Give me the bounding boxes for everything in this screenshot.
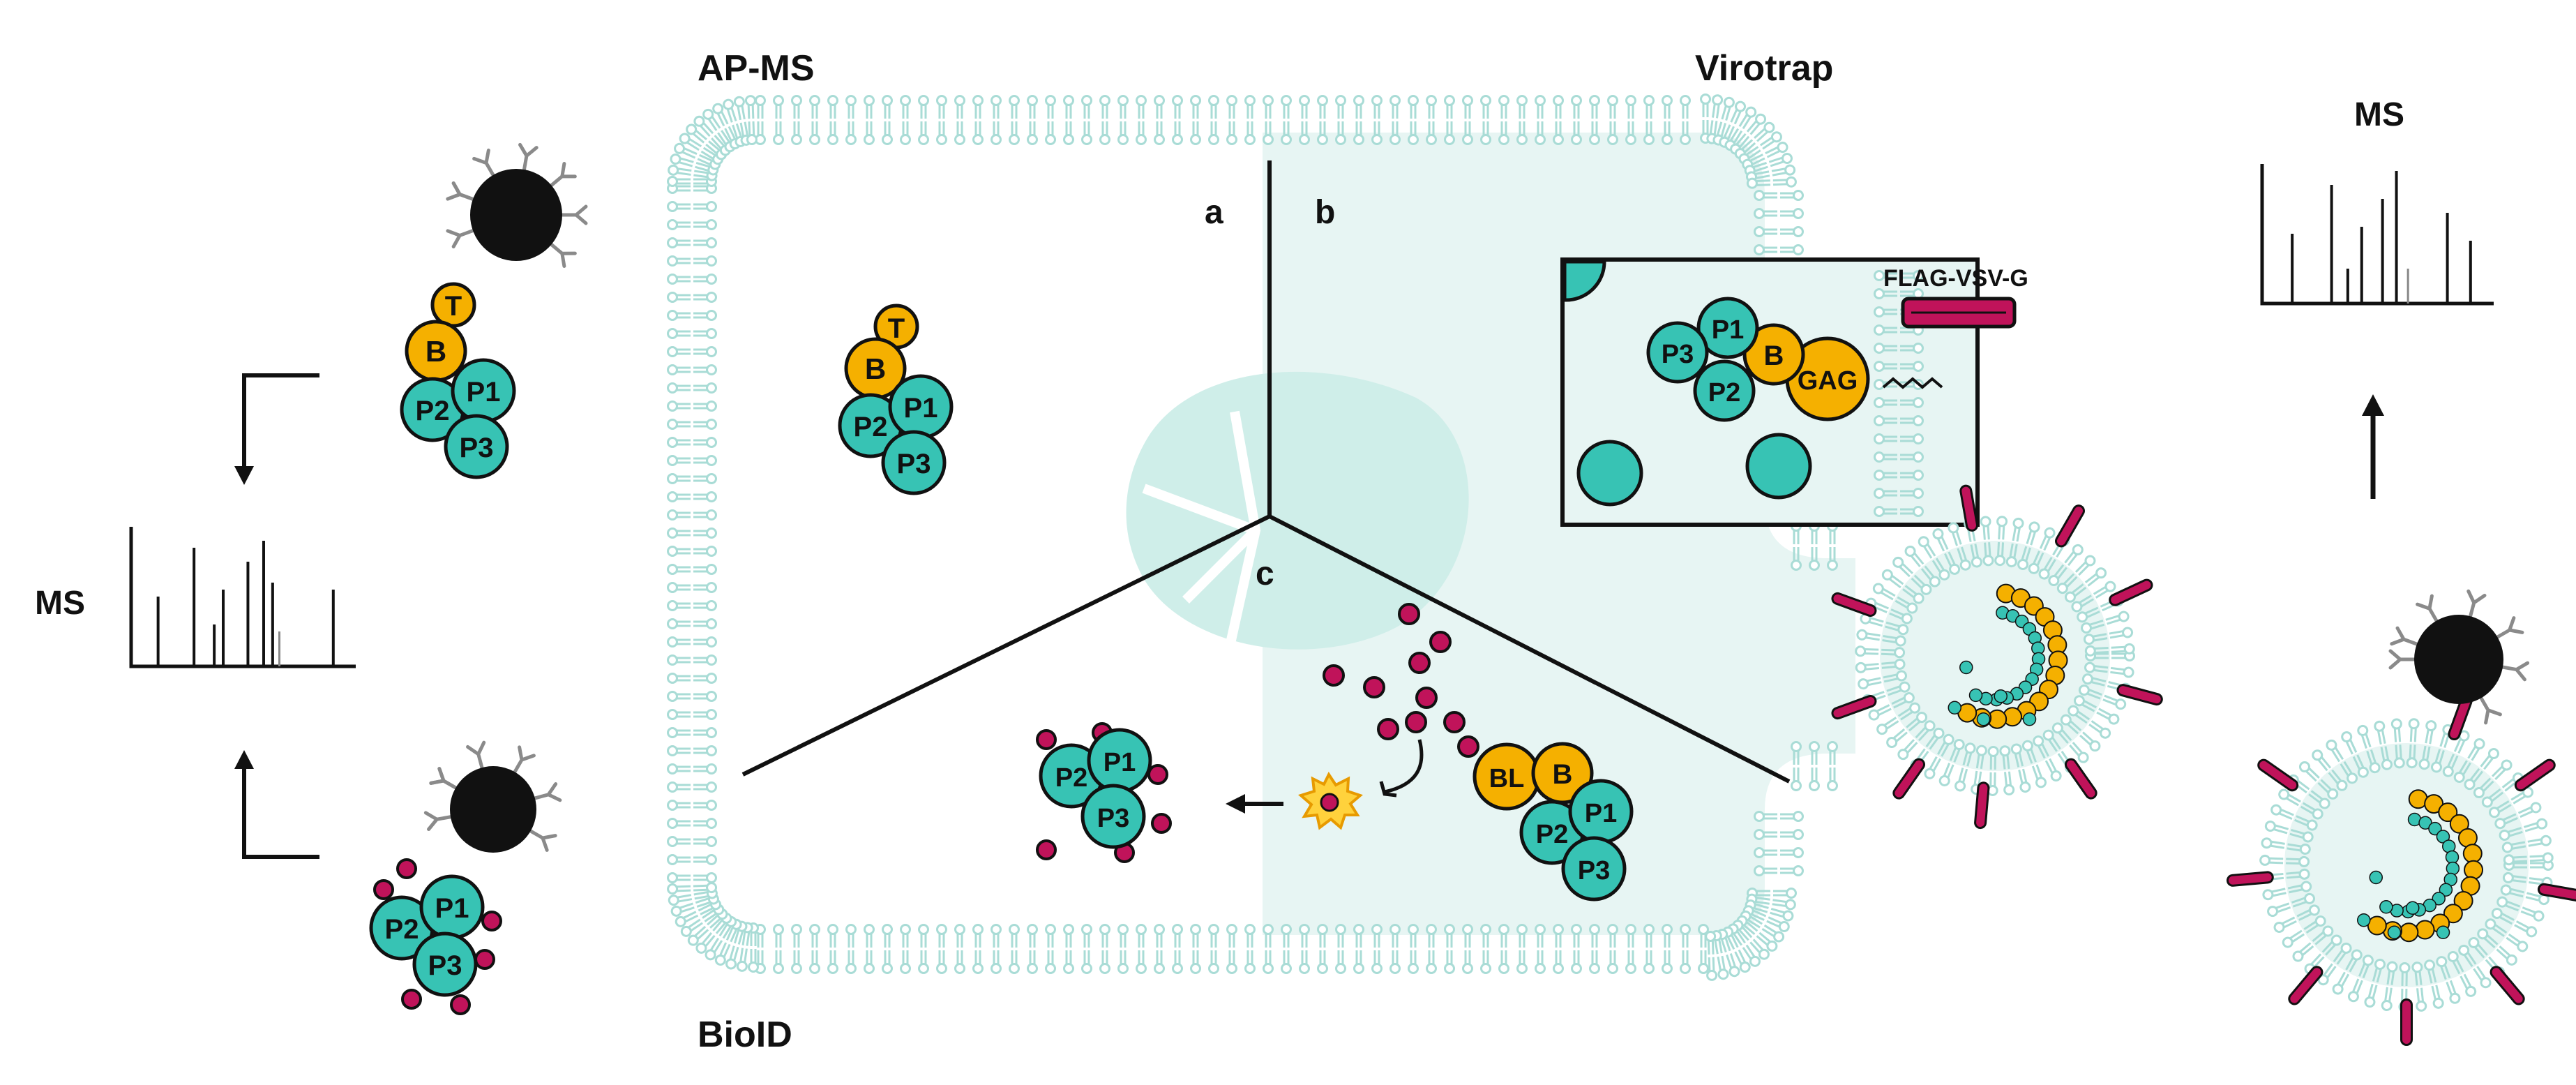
ms-label-right: MS [2354,96,2404,133]
svg-text:T: T [888,313,905,344]
panel-label-b: b [1315,194,1335,231]
apms-pulldown: T B P2 P1 P3 [400,144,586,479]
svg-text:P3: P3 [1662,340,1694,369]
panel-label-a: a [1205,194,1223,231]
svg-text:P1: P1 [1104,748,1136,777]
svg-text:P2: P2 [1708,378,1740,407]
svg-text:T: T [445,291,462,322]
svg-text:B: B [1553,759,1573,790]
mass-spectrum-icon [2260,164,2494,306]
svg-text:GAG: GAG [1798,366,1858,396]
svg-text:P3: P3 [460,433,494,463]
mass-spectrum-icon [129,527,356,668]
svg-text:P1: P1 [1585,799,1617,828]
svg-text:B: B [1764,341,1784,371]
svg-text:P3: P3 [1578,856,1610,885]
title-virotrap: Virotrap [1695,48,1833,89]
svg-text:P2: P2 [1055,763,1087,793]
svg-text:B: B [425,335,446,368]
svg-text:P1: P1 [1712,315,1744,345]
apms-complex-in-cell: T B P2 P1 P3 [838,304,954,495]
bioid-pulldown: P2 P1 P3 [369,742,560,1015]
virotrap-pulldown [2390,591,2528,723]
magnetic-bead-icon [2414,615,2503,704]
nucleus-cracks [1142,410,1261,657]
title-bioid: BioID [698,1015,792,1055]
svg-text:P1: P1 [904,393,938,424]
svg-text:P3: P3 [897,449,931,479]
panel-dividers [741,160,1791,784]
svg-text:P2: P2 [854,412,888,442]
arrow-icon [2362,394,2384,416]
magnetic-bead-icon [450,766,536,853]
biotin-icon [1323,603,1479,758]
arrow-icon [1384,739,1424,794]
biotinylated-complex-in-cell: P2 P1 P3 [1036,722,1172,863]
bioid-reaction: BL B P2 P1 P3 [1226,603,1634,901]
svg-text:P1: P1 [435,893,469,924]
flag-vsvg-label: FLAG-VSV-G [1883,265,2028,292]
svg-text:P2: P2 [1536,820,1568,849]
title-ap-ms: AP-MS [698,48,815,89]
captured-virus-like-particle-icon [2226,695,2576,1046]
svg-text:P3: P3 [428,950,462,981]
svg-text:BL: BL [1489,764,1525,793]
budding-virus-like-particle-icon [1831,484,2163,830]
svg-text:P2: P2 [416,396,450,426]
svg-text:B: B [865,352,886,385]
magnetic-bead-icon [470,169,562,261]
svg-text:P1: P1 [467,377,501,407]
ms-label-left: MS [35,585,85,622]
panel-label-c: c [1256,555,1274,592]
arrow-icon [234,466,254,485]
arrow-icon [242,373,319,859]
cell [668,95,1855,980]
arrow-icon [234,750,254,769]
svg-text:P3: P3 [1097,804,1129,833]
svg-text:P2: P2 [385,914,419,945]
virotrap-inset: FLAG-VSV-G GAG B P1 P3 P2 [1560,257,2028,527]
